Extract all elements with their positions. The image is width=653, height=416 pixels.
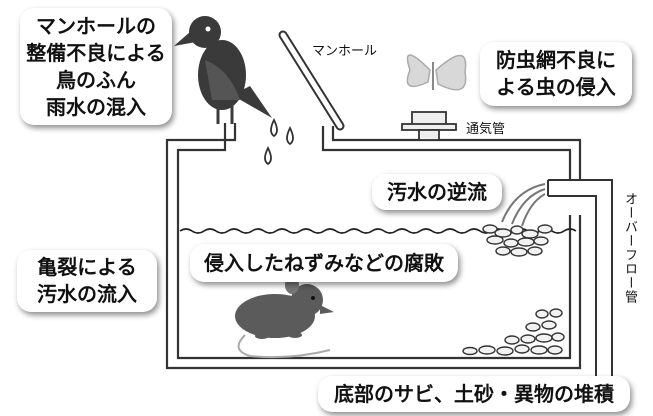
- callout-line: マンホールの: [36, 13, 156, 38]
- rain-drops: [264, 117, 294, 166]
- callout-text: 侵入したねずみなどの腐敗: [204, 250, 444, 275]
- callout-insect-net: 防虫網不良に よる虫の侵入: [480, 42, 632, 106]
- crow-illustration: [174, 16, 272, 124]
- callout-line: 鳥のふん: [56, 67, 136, 92]
- callout-text: 汚水の逆流: [387, 179, 487, 204]
- vent-pipe-cap: [401, 111, 457, 141]
- callout-manhole-bird-droppings: マンホールの 整備不良による 鳥のふん 雨水の混入: [20, 8, 172, 125]
- butterfly-illustration: [406, 54, 467, 91]
- callout-line: 亀裂による: [37, 255, 137, 279]
- manhole-lid: [278, 30, 345, 131]
- callout-line: 汚水の流入: [37, 282, 137, 306]
- tank-outline: [165, 123, 582, 370]
- rat-illustration: [235, 276, 334, 359]
- callout-sediment: 底部のサビ、土砂・異物の堆積: [318, 376, 630, 412]
- callout-line: 整備不良による: [26, 40, 166, 65]
- callout-backflow: 汚水の逆流: [372, 174, 502, 210]
- backflow-arrows: [501, 183, 546, 227]
- callout-line: 雨水の混入: [46, 94, 146, 119]
- debris-pebbles: [482, 224, 553, 257]
- callout-line: 防虫網不良に: [496, 48, 616, 72]
- callout-cracks: 亀裂による 汚水の流入: [17, 250, 157, 312]
- callout-text: 底部のサビ、土砂・異物の堆積: [334, 381, 614, 406]
- label-overflow-pipe: オーバーフロー管: [622, 192, 637, 304]
- overflow-pipe: [547, 179, 613, 412]
- callout-line: よる虫の侵入: [496, 75, 616, 99]
- callout-rodent: 侵入したねずみなどの腐敗: [190, 244, 458, 282]
- label-vent-pipe: 通気管: [466, 122, 506, 137]
- label-manhole: マンホール: [312, 44, 378, 59]
- sediment-pebbles: [462, 308, 565, 356]
